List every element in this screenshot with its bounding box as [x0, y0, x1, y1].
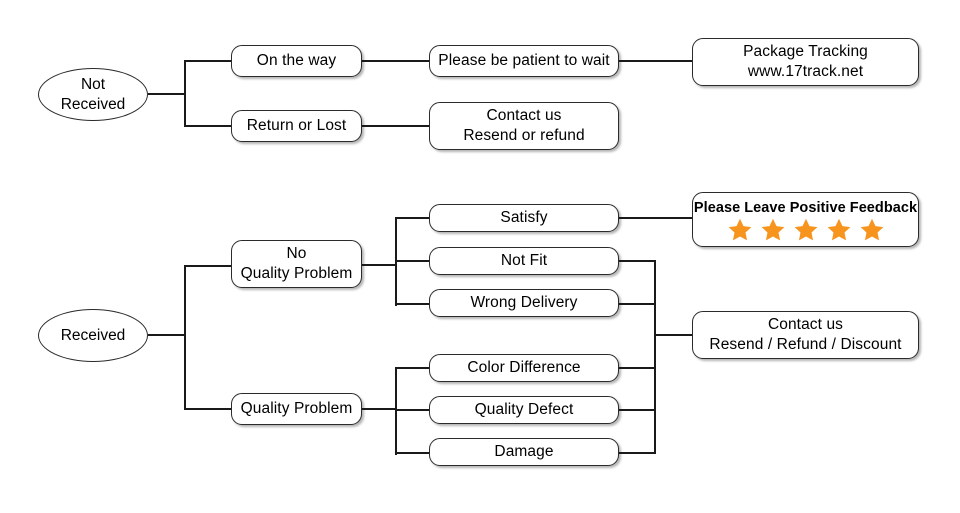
connector-qp-fork [395, 368, 397, 455]
node-positive-feedback[interactable]: Please Leave Positive Feedback [692, 192, 919, 247]
node-please-be-patient-label: Please be patient to wait [438, 52, 610, 70]
node-color-difference-label: Color Difference [467, 359, 581, 377]
node-wrong-delivery[interactable]: Wrong Delivery [429, 289, 619, 317]
connector-wrong-delivery-out [619, 303, 656, 305]
star-icon [860, 218, 883, 240]
node-package-tracking[interactable]: Package Tracking www.17track.net [692, 38, 919, 86]
connector-nqp-fork [395, 218, 397, 306]
connector-on-the-way-to-wait [362, 60, 430, 62]
connector-issues-bus [654, 260, 656, 454]
node-quality-problem-label: Quality Problem [240, 400, 353, 418]
connector-qp-stem [362, 408, 397, 410]
connector-not-received-stem [148, 93, 185, 95]
node-not-received-label: Not Received [60, 75, 126, 113]
connector-to-no-quality-problem [184, 265, 232, 267]
node-on-the-way[interactable]: On the way [231, 45, 362, 77]
connector-qp-to-damage [395, 452, 431, 454]
connector-nqp-to-wrong-delivery [395, 303, 431, 305]
node-wrong-delivery-label: Wrong Delivery [470, 294, 578, 312]
node-no-quality-problem-label: No Quality Problem [240, 245, 353, 282]
connector-return-to-contact [362, 125, 430, 127]
connector-bus-to-contact [654, 334, 694, 336]
node-damage[interactable]: Damage [429, 438, 619, 466]
node-satisfy-label: Satisfy [500, 209, 548, 227]
connector-nqp-stem [362, 264, 397, 266]
connector-received-fork [184, 266, 186, 410]
connector-not-received-fork [184, 61, 186, 126]
connector-wait-to-tracking [619, 60, 694, 62]
connector-to-quality-problem [184, 408, 232, 410]
node-contact-resend-refund-label: Contact us Resend or refund [463, 107, 585, 144]
node-not-received[interactable]: Not Received [38, 68, 148, 121]
connector-nqp-to-not-fit [395, 260, 431, 262]
node-quality-defect-label: Quality Defect [474, 401, 574, 419]
node-color-difference[interactable]: Color Difference [429, 354, 619, 382]
connector-quality-defect-out [619, 409, 656, 411]
node-not-fit[interactable]: Not Fit [429, 247, 619, 275]
connector-qp-to-color-difference [395, 367, 431, 369]
node-satisfy[interactable]: Satisfy [429, 204, 619, 232]
node-contact-resend-refund-discount-label: Contact us Resend / Refund / Discount [709, 316, 902, 353]
star-icon [827, 218, 850, 240]
node-return-or-lost-label: Return or Lost [246, 117, 347, 135]
star-icon [794, 218, 817, 240]
node-not-fit-label: Not Fit [500, 252, 548, 270]
star-icon [761, 218, 784, 240]
star-rating [727, 217, 885, 243]
node-contact-resend-refund[interactable]: Contact us Resend or refund [429, 102, 619, 150]
node-quality-problem[interactable]: Quality Problem [231, 393, 362, 425]
node-contact-resend-refund-discount[interactable]: Contact us Resend / Refund / Discount [692, 311, 919, 359]
connector-color-difference-out [619, 367, 656, 369]
connector-satisfy-to-feedback [619, 217, 694, 219]
connector-nqp-to-satisfy [395, 217, 431, 219]
connector-not-fit-out [619, 260, 656, 262]
node-quality-defect[interactable]: Quality Defect [429, 396, 619, 424]
node-return-or-lost[interactable]: Return or Lost [231, 110, 362, 142]
node-damage-label: Damage [494, 443, 554, 461]
node-received-label: Received [60, 326, 126, 344]
connector-qp-to-quality-defect [395, 409, 431, 411]
node-no-quality-problem[interactable]: No Quality Problem [231, 240, 362, 288]
connector-damage-out [619, 452, 656, 454]
connector-received-stem [148, 334, 185, 336]
node-package-tracking-label: Package Tracking www.17track.net [743, 43, 868, 80]
star-icon [728, 218, 751, 240]
connector-to-on-the-way [184, 60, 232, 62]
node-please-be-patient[interactable]: Please be patient to wait [429, 45, 619, 77]
node-received[interactable]: Received [38, 309, 148, 362]
feedback-text: Please Leave Positive Feedback [693, 199, 918, 216]
node-on-the-way-label: On the way [256, 52, 337, 70]
connector-to-return-or-lost [184, 125, 232, 127]
